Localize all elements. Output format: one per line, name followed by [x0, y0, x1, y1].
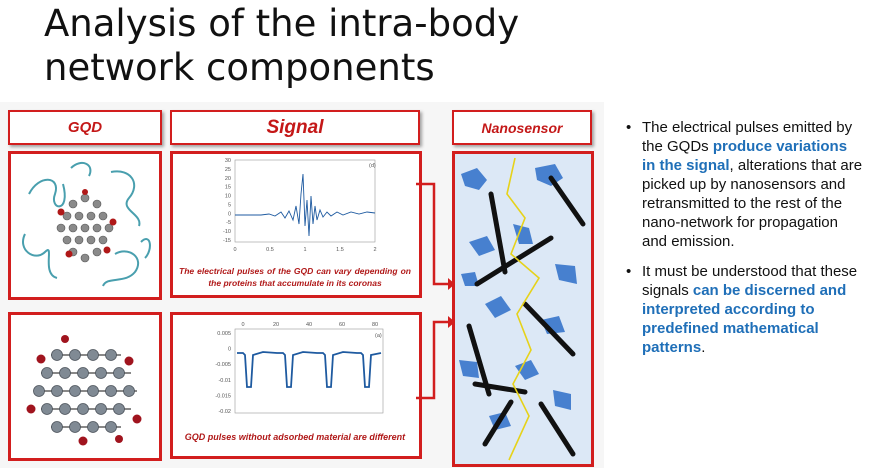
- nanosensor-illustration: [459, 157, 586, 461]
- bullet-2-highlight: can be discerned and interpreted accordi…: [642, 282, 847, 356]
- plot-bottom-y-tick: 0: [228, 347, 231, 353]
- plot-top-x-tick: 1.5: [336, 247, 344, 253]
- plot-top-y-tick: 10: [225, 194, 231, 200]
- flow-arrows: [416, 182, 455, 400]
- header-nanosensor: Nanosensor: [452, 110, 592, 145]
- header-gqd: GQD: [8, 110, 162, 145]
- plot-top-y-tick: 20: [225, 176, 231, 182]
- plot-bottom-panel-label: (a): [375, 333, 382, 339]
- plot-top-y-tick: 5: [228, 202, 231, 208]
- components-figure: GQD Signal Nanosensor: [0, 102, 604, 468]
- plot-bottom-y-tick: -0.02: [218, 409, 231, 415]
- carbon-nanotubes: [466, 175, 586, 457]
- signal-plot-bottom: 0.005 0 -0.005 -0.01 -0.015 -0.02 0 20 40 60 80 (…: [215, 322, 384, 415]
- plot-top-y-tick: -10: [223, 229, 231, 235]
- plot-bottom-x-tick: 20: [273, 322, 279, 328]
- nanosensor-box: [452, 151, 594, 467]
- plot-bottom-y-tick: -0.015: [215, 393, 231, 399]
- arrow-top-head: [448, 278, 455, 290]
- plot-bottom-y-tick: 0.005: [217, 331, 231, 337]
- conduction-trace: [506, 157, 541, 461]
- signal-top-box: 30 25 20 15 10 5 0 -5 -10 -15 0 0.5 1 1.5 2 (d) The e…: [170, 151, 422, 298]
- header-signal: Signal: [170, 110, 420, 145]
- protein-corona: [22, 161, 151, 287]
- gqd-bare-illustration: [26, 335, 142, 446]
- protein-blobs: [459, 164, 577, 430]
- signal-bottom-box: 0.005 0 -0.005 -0.01 -0.015 -0.02 0 20 40 60 80 (…: [170, 312, 422, 459]
- signal-bottom-caption: GQD pulses without adsorbed material are…: [184, 432, 406, 442]
- plot-bottom-x-tick: 0: [241, 322, 244, 328]
- plot-top-y-tick: 15: [225, 185, 231, 191]
- plot-top-y-tick: -15: [223, 238, 231, 244]
- arrow-top: [416, 182, 448, 286]
- signal-plot-top: 30 25 20 15 10 5 0 -5 -10 -15 0 0.5 1 1.5 2 (d): [223, 158, 376, 253]
- arrow-bottom: [416, 320, 448, 400]
- plot-top-y-tick: 25: [225, 167, 231, 173]
- graphene-bonds: [35, 354, 137, 428]
- gqd-bare-box: [8, 312, 162, 461]
- signal-top-caption: The electrical pulses of the GQD can var…: [179, 266, 411, 288]
- plot-top-signal-trace: [235, 173, 376, 237]
- arrow-bottom-head: [448, 316, 455, 328]
- bullet-2-text: It must be understood that these signals: [642, 263, 858, 299]
- graphene-atoms: [33, 349, 135, 433]
- bullet-item: The electrical pulses emitted by the GQD…: [624, 118, 864, 251]
- bullet-item: It must be understood that these signals…: [624, 262, 864, 357]
- bullet-2-text-end: .: [701, 339, 706, 356]
- header-signal-label: Signal: [266, 116, 324, 138]
- plot-top-axes: [234, 159, 376, 243]
- gqd-protein-corona-illustration: [22, 161, 151, 287]
- bullet-1-highlight: produce variations in the signal: [642, 138, 848, 174]
- plot-top-y-tick: 30: [225, 158, 231, 164]
- header-gqd-label: GQD: [67, 119, 103, 136]
- bullet-list: The electrical pulses emitted by the GQD…: [624, 118, 864, 368]
- plot-top-y-tick: 0: [228, 211, 231, 217]
- gqd-with-proteins-box: [8, 151, 162, 300]
- plot-bottom-x-tick: 60: [339, 322, 345, 328]
- plot-bottom-pulse-trace: [237, 351, 382, 388]
- plot-top-x-tick: 1: [303, 247, 306, 253]
- plot-bottom-axes: [234, 328, 384, 414]
- header-nanosensor-label: Nanosensor: [481, 119, 563, 136]
- slide-title: Analysis of the intra-body network compo…: [44, 2, 520, 89]
- plot-bottom-y-tick: -0.005: [215, 362, 231, 368]
- plot-top-panel-label: (d): [369, 163, 376, 169]
- plot-top-x-tick: 2: [373, 247, 376, 253]
- bullet-1-text: The electrical pulses emitted by the GQD…: [642, 119, 853, 155]
- plot-top-x-tick: 0.5: [266, 247, 274, 253]
- bullet-1-text-end: , alterations that are picked up by nano…: [642, 157, 863, 250]
- plot-top-x-tick: 0: [233, 247, 236, 253]
- plot-top-y-tick: -5: [226, 220, 231, 226]
- plot-bottom-x-tick: 40: [306, 322, 312, 328]
- graphene-lattice: [56, 193, 114, 263]
- plot-bottom-x-tick: 80: [372, 322, 378, 328]
- plot-bottom-y-tick: -0.01: [218, 378, 231, 384]
